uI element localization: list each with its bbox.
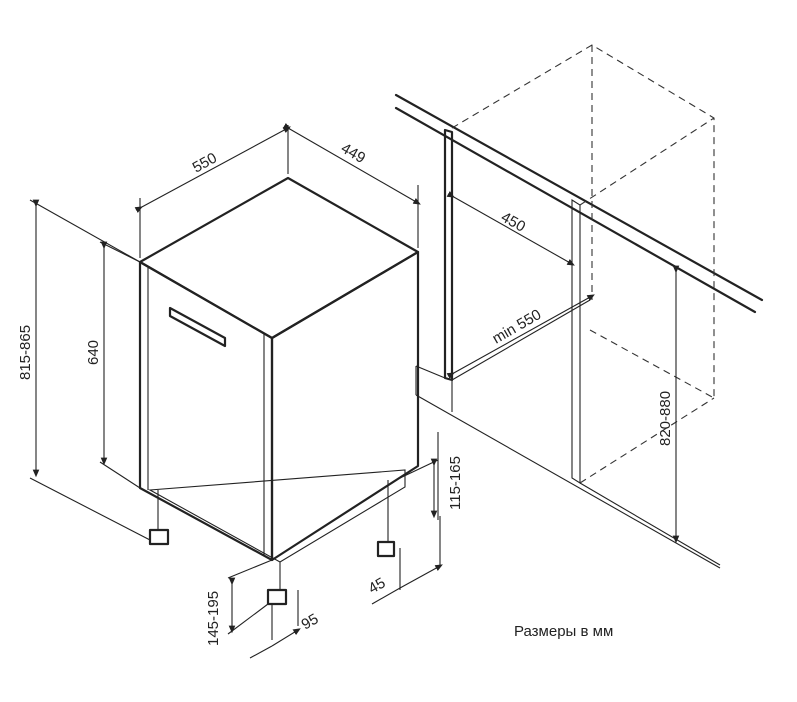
niche-back-outline (451, 44, 715, 398)
foot-front-right (266, 588, 288, 606)
label-45: 45 (366, 574, 389, 597)
label-815-865: 815-865 (17, 325, 34, 380)
right-cabinet-side (571, 199, 581, 484)
label-145-195: 145-195 (205, 591, 222, 646)
dimension-lines (29, 122, 680, 659)
units-note: Размеры в мм (514, 623, 613, 640)
left-cabinet-side (443, 128, 454, 382)
dishwasher-side (270, 250, 420, 562)
label-95: 95 (299, 610, 322, 633)
dishwasher-drawing (138, 176, 420, 606)
label-115-165: 115-165 (447, 456, 464, 510)
label-449: 449 (338, 140, 368, 167)
door-handle (168, 306, 227, 348)
foot-rear-right (376, 540, 396, 558)
dimension-labels: 550 449 815-865 640 145-195 95 45 115-16… (17, 140, 674, 646)
countertop-bottom (394, 106, 757, 314)
plinth (148, 469, 406, 563)
foot-front-left (148, 528, 170, 546)
countertop-top (394, 93, 764, 302)
label-640: 640 (85, 340, 102, 365)
label-450: 450 (498, 209, 528, 236)
label-550: 550 (190, 149, 220, 176)
dishwasher-front (138, 260, 274, 562)
label-820-880: 820-880 (657, 391, 674, 446)
